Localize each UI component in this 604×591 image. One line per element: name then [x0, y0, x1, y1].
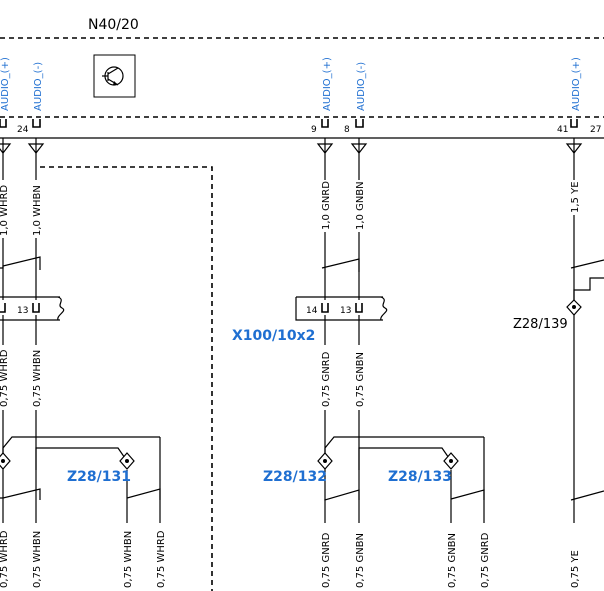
wire-label: 1,0 WHRD [0, 185, 10, 236]
wire-label: 0,75 WHRD [156, 530, 167, 588]
wire-labels-mid: 0,75 WHRD 0,75 WHBN 0,75 GNRD 0,75 GNBN [0, 349, 366, 407]
shield-boundary [40, 166, 213, 591]
splice-routing [2, 277, 604, 470]
wire-label: 0,75 YE [570, 550, 581, 588]
wire-label: 1,0 GNRD [321, 181, 332, 230]
connector-arrows [0, 138, 583, 154]
connector-pin-13-left: 13 [17, 306, 28, 316]
pin-label-audio-minus-2[interactable]: AUDIO_(-) [356, 62, 367, 111]
pin-number-41: 41 [557, 125, 568, 135]
wire-label: 1,0 GNBN [355, 181, 366, 230]
connector-pin-13-right: 13 [340, 306, 351, 316]
wire-label: 0,75 GNBN [355, 352, 366, 407]
wire-label: 0,75 WHBN [32, 350, 43, 407]
twisted-pair-markers [0, 256, 604, 501]
wire-label: 0,75 GNRD [321, 351, 332, 407]
inline-connector-right [295, 296, 388, 321]
pin-label-audio-plus-3[interactable]: AUDIO_(+) [571, 57, 582, 111]
splice-label-z28-133[interactable]: Z28/133 [388, 469, 452, 485]
pin-label-audio-minus-1[interactable]: AUDIO_(-) [33, 62, 44, 111]
wire-label: 0,75 WHBN [123, 531, 134, 588]
pin-label-audio-plus-1[interactable]: AUDIO_(+) [0, 57, 11, 111]
amplifier-icon [93, 54, 136, 98]
pin-number-24: 24 [17, 125, 29, 135]
wire-label: 0,75 GNBN [355, 533, 366, 588]
wire-label: 1,0 WHBN [32, 185, 43, 236]
wire-labels-upper: 1,0 WHRD 1,0 WHBN 1,0 GNRD 1,0 GNBN 1,5 … [0, 181, 581, 236]
pin-terminals [0, 119, 578, 128]
splice-label-z28-132[interactable]: Z28/132 [263, 469, 327, 485]
splice-dots [1, 305, 576, 463]
splice-points [0, 299, 582, 470]
module-label: N40/20 [88, 17, 139, 33]
splice-label-z28-139: Z28/139 [513, 317, 568, 332]
wire-label: 0,75 WHBN [32, 531, 43, 588]
wire-label: 1,5 YE [570, 181, 581, 213]
inline-connector-left [0, 296, 65, 321]
pin-number-9: 9 [311, 125, 317, 135]
wire-label: 0,75 GNRD [480, 532, 491, 588]
pin-number-8: 8 [344, 125, 350, 135]
splice-label-z28-131[interactable]: Z28/131 [67, 469, 131, 485]
connector-pin-14: 14 [306, 306, 318, 316]
wire-label: 0,75 WHRD [0, 530, 10, 588]
wire-label: 0,75 GNRD [321, 532, 332, 588]
pin-number-27: 27 [590, 125, 601, 135]
pin-label-audio-plus-2[interactable]: AUDIO_(+) [322, 57, 333, 111]
connector-label-x100[interactable]: X100/10x2 [232, 328, 315, 344]
wire-labels-lower: 0,75 WHRD 0,75 WHBN 0,75 WHBN 0,75 WHRD … [0, 530, 581, 588]
wire-label: 0,75 WHRD [0, 349, 10, 407]
wire-label: 0,75 GNBN [447, 533, 458, 588]
